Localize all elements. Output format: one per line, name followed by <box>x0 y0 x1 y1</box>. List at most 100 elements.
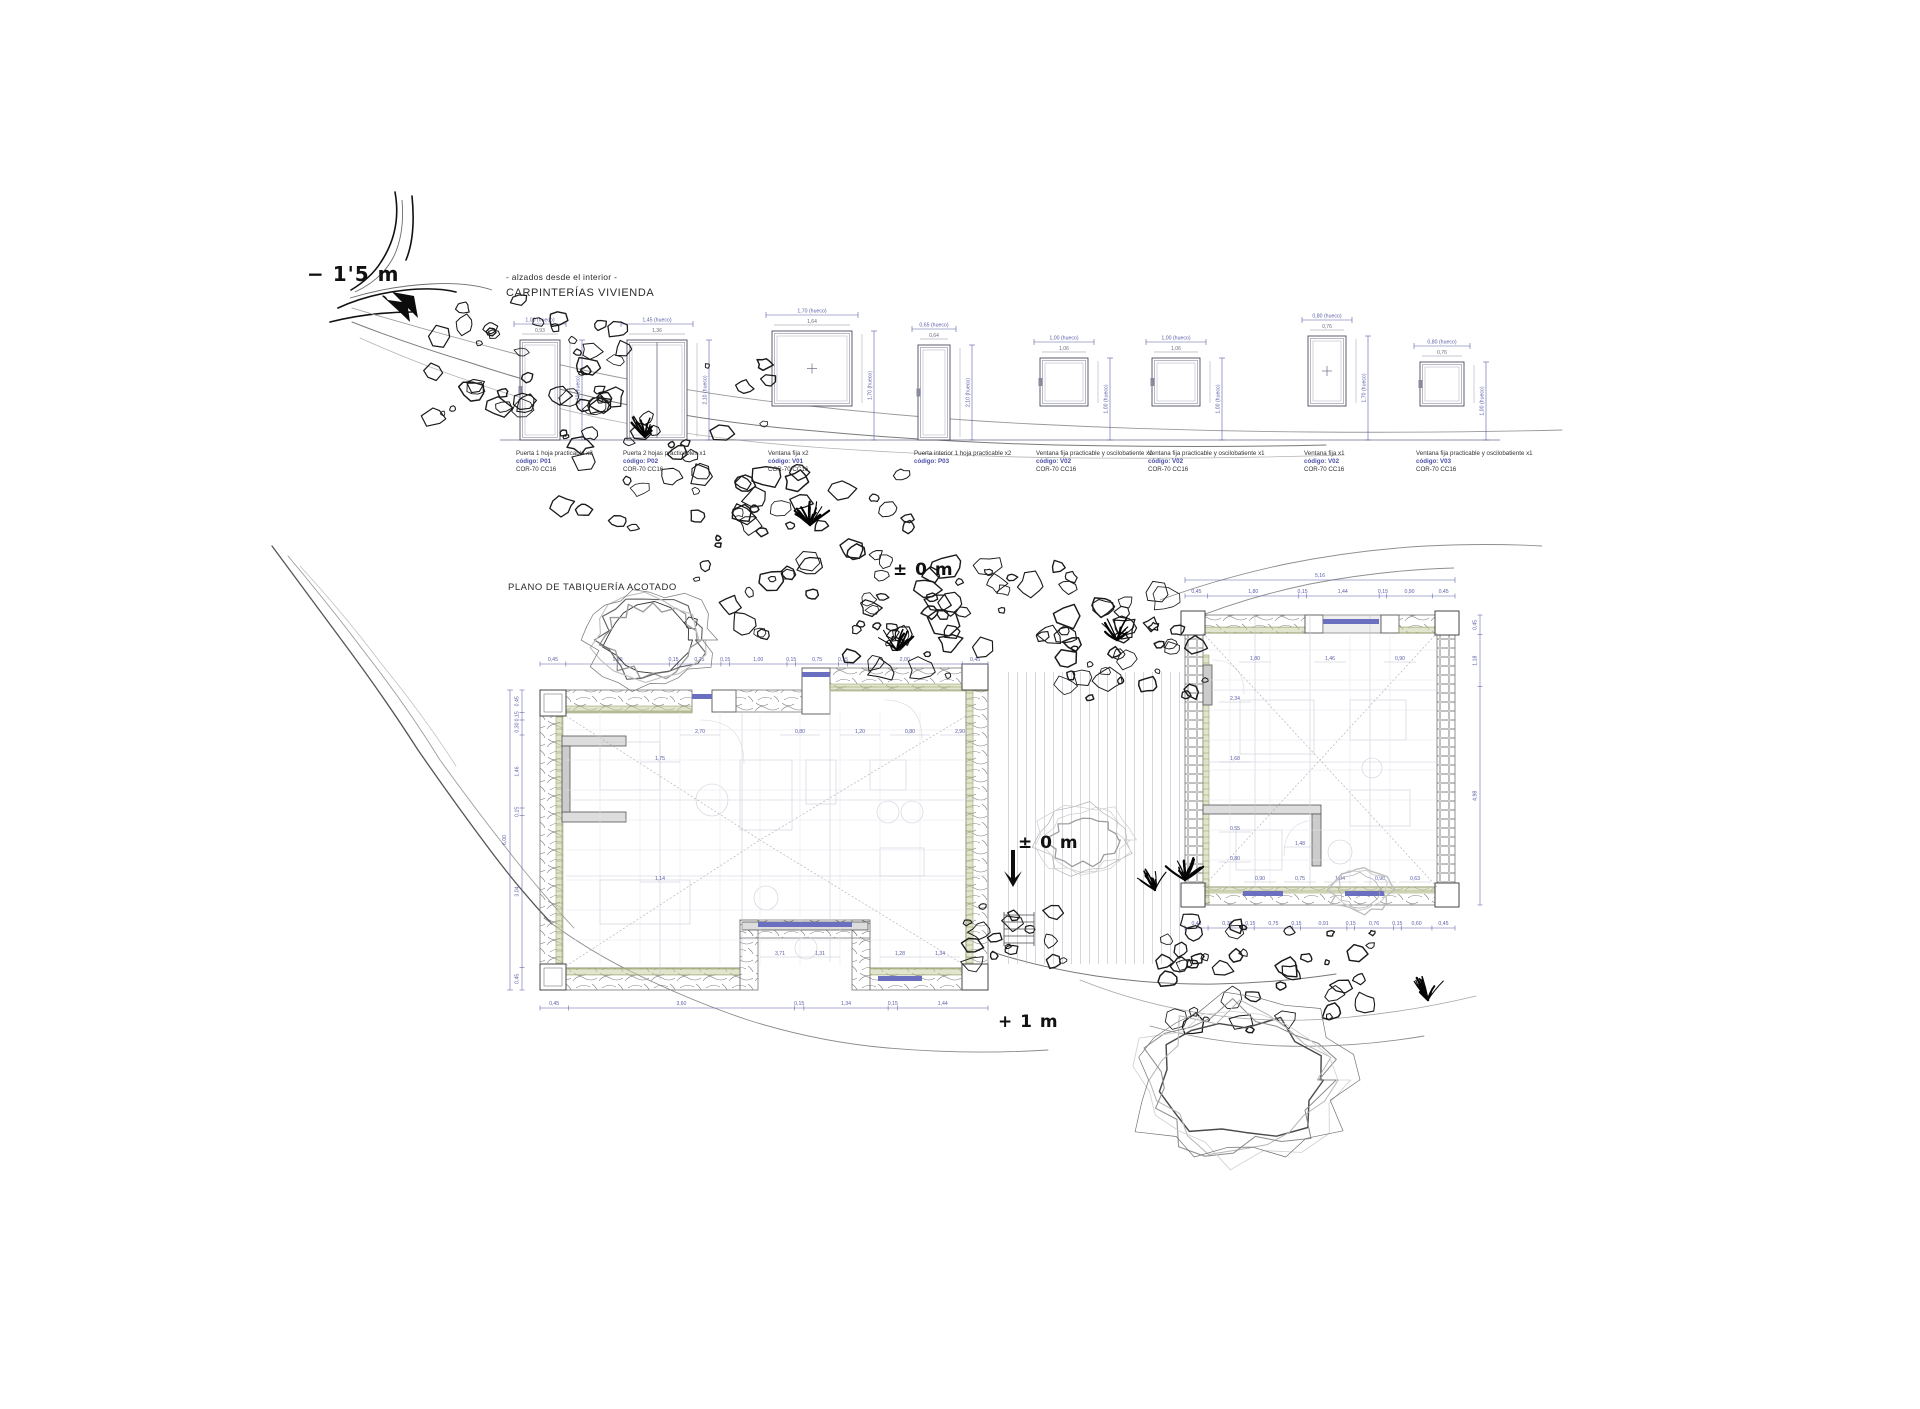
carpentry-code-P01: código: P01 <box>516 458 552 465</box>
dim-left-bottom-3: 1,34 <box>841 1001 851 1007</box>
dim-right-inner-1: 1,46 <box>1325 656 1335 662</box>
plan-left-walls <box>539 663 989 991</box>
carpentry-desc-P03: Puerta interior 1 hoja practicable x2 <box>914 450 1012 457</box>
carpentry-desc-P02: Puerta 2 hojas practicables x1 <box>623 450 706 457</box>
dim-height-V02b: 1,00 (hueco) <box>1216 384 1222 413</box>
carpentry-label-V02a: Ventana fija practicable y oscilobatient… <box>1036 450 1153 474</box>
dim-right-inner-9: 1,04 <box>1335 876 1345 882</box>
dim-left-inner-1: 0,80 <box>795 729 805 735</box>
plan-left-openings <box>692 672 922 981</box>
dim-inner-V03: 0,76 <box>1437 350 1447 356</box>
dim-left-top-10: 0,45 <box>970 657 980 663</box>
dim-height-P02: 2,10 (hueco) <box>703 375 709 404</box>
rock-cluster-2 <box>684 462 915 652</box>
carpentry-code-V02a: código: V02 <box>1036 458 1072 465</box>
dim-hueco-V02a: 1,00 (hueco) <box>1049 336 1078 342</box>
dim-right-overall: 5,16 <box>1315 573 1325 579</box>
level-marker-plus: + 1 m <box>998 1012 1059 1032</box>
elevations-title: CARPINTERÍAS VIVIENDA <box>506 287 655 299</box>
dim-right-side-0: 0,45 <box>1473 620 1479 630</box>
dim-right-bottom-2: 0,15 <box>1245 921 1255 927</box>
dim-right-top-3: 1,44 <box>1338 589 1348 595</box>
dim-left-bottom-1: 3,60 <box>676 1001 686 1007</box>
direction-arrows <box>382 292 1022 887</box>
dim-left-side-0: 0,45 <box>515 696 521 706</box>
plan-left-floorgrid <box>566 712 966 966</box>
terrain-contour-left <box>271 545 575 929</box>
tree-canopy <box>1326 867 1396 916</box>
dim-height-P01: 2,10 (hueco) <box>576 375 582 404</box>
carpentry-unit-V01a: 1,70 (hueco)1,641,70 (hueco) <box>765 309 877 441</box>
dim-right-inner-8: 0,75 <box>1295 876 1305 882</box>
dim-inner-P02: 1,36 <box>652 328 662 334</box>
dim-left-inner-9: 1,28 <box>895 951 905 957</box>
dim-left-side-5: 3,04 <box>515 886 521 896</box>
dim-right-top-0: 0,45 <box>1191 589 1201 595</box>
dim-left-inner-8: 1,31 <box>815 951 825 957</box>
dim-hueco-P03: 0,65 (hueco) <box>919 323 948 329</box>
dim-left-bottom-4: 0,15 <box>888 1001 898 1007</box>
dim-hueco-V02b: 1,00 (hueco) <box>1161 336 1190 342</box>
carpentry-unit-V02b: 1,00 (hueco)1,061,00 (hueco) <box>1145 336 1225 441</box>
dim-left-top-0: 0,45 <box>548 657 558 663</box>
dim-left-inner-3: 0,80 <box>905 729 915 735</box>
dim-right-bottom-4: 0,15 <box>1291 921 1301 927</box>
dim-left-overall: 6,00 <box>502 835 508 845</box>
carpentry-desc-V03: Ventana fija practicable y oscilobatient… <box>1416 450 1533 457</box>
carpentry-system-V02a: COR-70 CC16 <box>1036 466 1077 473</box>
level-marker-zero-mid: ± 0 m <box>1018 833 1079 853</box>
dim-right-inner-5: 0,55 <box>1230 826 1240 832</box>
dim-left-top-6: 0,15 <box>786 657 796 663</box>
carpentry-desc-V01a: Ventana fija x2 <box>768 450 809 457</box>
dim-height-V02a: 1,00 (hueco) <box>1104 384 1110 413</box>
tree-canopy <box>1132 991 1361 1171</box>
carpentry-desc-V02a: Ventana fija practicable y oscilobatient… <box>1036 450 1153 457</box>
carpentry-code-V02b: código: V02 <box>1148 458 1184 465</box>
dim-chain-left-side: 0,450,150,301,460,153,040,456,00 <box>502 689 525 991</box>
dim-left-side-2: 0,30 <box>515 722 521 732</box>
carpentry-unit-P03: 0,65 (hueco)0,642,10 (hueco) <box>911 323 975 441</box>
carpentry-system-V01a: COR-70 CC16 <box>768 466 809 473</box>
carpentry-system-V03: COR-70 CC16 <box>1416 466 1457 473</box>
dim-right-bottom-8: 0,15 <box>1392 921 1402 927</box>
dim-left-inner-7: 3,71 <box>775 951 785 957</box>
grass-tuft-3 <box>1101 617 1135 642</box>
grass-tuft-group <box>630 415 1444 1002</box>
dim-right-inner-0: 1,80 <box>1250 656 1260 662</box>
plan-left-roof-hips <box>565 715 967 967</box>
dim-hueco-V02c: 0,80 (hueco) <box>1312 314 1341 320</box>
dim-right-top-2: 0,15 <box>1298 589 1308 595</box>
elevations-subtitle: - alzados desde el interior - <box>506 272 618 282</box>
dim-right-bottom-7: 0,76 <box>1369 921 1379 927</box>
grass-tuft-2 <box>877 628 915 652</box>
dim-inner-P03: 0,64 <box>929 333 939 339</box>
dim-left-inner-6: 1,14 <box>655 876 665 882</box>
carpentry-code-V01a: código: V01 <box>768 458 804 465</box>
dim-left-top-7: 0,75 <box>812 657 822 663</box>
dim-hueco-V01a: 1,70 (hueco) <box>797 309 826 315</box>
dim-right-inner-4: 1,68 <box>1230 756 1240 762</box>
dim-right-side-2: 4,98 <box>1473 791 1479 801</box>
dim-right-bottom-9: 0,60 <box>1412 921 1422 927</box>
carpentry-unit-P01: 1,00 (hueco)0,932,10 (hueco) <box>513 318 585 441</box>
dim-right-inner-6: 0,80 <box>1230 856 1240 862</box>
grass-tuft-6 <box>1164 856 1205 882</box>
carpentry-label-V02b: Ventana fija practicable y oscilobatient… <box>1148 450 1265 474</box>
plan-right-openings <box>1243 619 1385 896</box>
dim-right-inner-10: 0,90 <box>1375 876 1385 882</box>
grass-tuft-5 <box>1413 976 1444 1002</box>
dim-left-side-4: 0,15 <box>515 807 521 817</box>
carpentry-code-P03: código: P03 <box>914 458 950 465</box>
dim-right-inner-12: 1,48 <box>1295 841 1305 847</box>
dim-right-top-6: 0,45 <box>1439 589 1449 595</box>
plan-title: PLANO DE TABIQUERÍA ACOTADO <box>508 582 677 593</box>
dim-inner-P01: 0,93 <box>535 328 545 334</box>
dim-right-inner-7: 0,90 <box>1255 876 1265 882</box>
